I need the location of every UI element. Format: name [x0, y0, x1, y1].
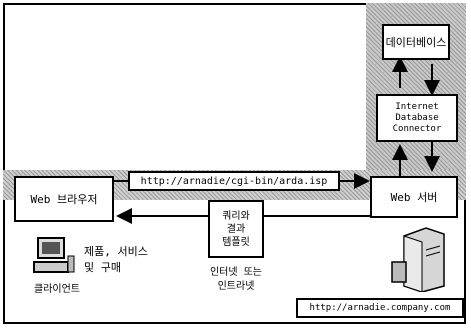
- server-tower-icon: [390, 226, 446, 292]
- template-file-box: 쿼리와 결과 템플릿: [208, 200, 264, 258]
- request-url-box: http://arnadie/cgi-bin/arda.isp: [128, 171, 340, 191]
- database-box: 데이터베이스: [382, 24, 450, 60]
- network-label: 인터넷 또는 인트라넷: [196, 266, 276, 294]
- web-server-label: Web 서버: [391, 189, 438, 205]
- idc-label: Internet Database Connector: [393, 102, 442, 135]
- client-computer-icon: [32, 234, 76, 278]
- template-file-label: 쿼리와 결과 템플릿: [222, 210, 250, 249]
- web-browser-box: Web 브라우저: [14, 176, 114, 222]
- request-url-label: http://arnadie/cgi-bin/arda.isp: [141, 176, 328, 187]
- web-browser-label: Web 브라우저: [31, 191, 98, 207]
- idc-box: Internet Database Connector: [376, 94, 458, 142]
- product-service-label: 제품, 서비스 및 구매: [84, 244, 194, 276]
- web-server-box: Web 서버: [370, 176, 458, 218]
- host-url-box: http://arnadie.company.com: [296, 298, 464, 318]
- database-label: 데이터베이스: [386, 34, 447, 50]
- host-url-label: http://arnadie.company.com: [310, 303, 451, 313]
- client-label: 클라이언트: [22, 280, 92, 295]
